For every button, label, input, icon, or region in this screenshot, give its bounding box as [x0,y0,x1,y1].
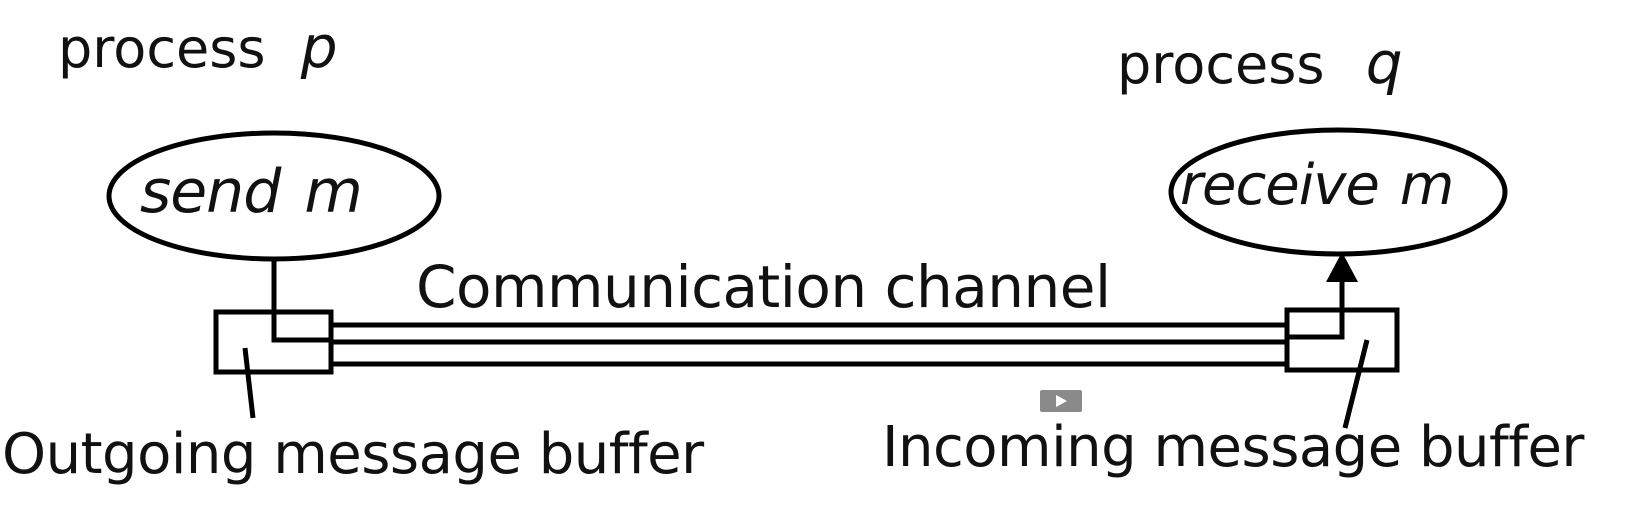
receive-arrowhead [1326,252,1358,282]
process-q-label: process q [1117,34,1403,92]
incoming-buffer-label: Incoming message buffer [882,415,1584,480]
receive-arg: m [1399,153,1455,218]
receive-verb: receive [1180,153,1380,218]
play-button[interactable] [1040,390,1082,412]
play-icon [1056,395,1067,407]
send-verb: send [140,157,281,227]
process-p-label: process p [58,18,338,76]
process-p-word: process [58,17,266,80]
incoming-buffer-leader [1342,339,1370,429]
outgoing-buffer-label: Outgoing message buffer [2,422,704,487]
send-arg: m [304,157,362,227]
send-connector [271,259,331,343]
receive-node-ellipse [1168,127,1508,257]
process-q-var: q [1365,29,1403,97]
send-node-label: send m [140,162,363,222]
process-p-var: p [300,13,338,81]
channel-label: Communication channel [416,253,1111,321]
process-q-word: process [1117,33,1325,96]
receive-node-label: receive m [1180,158,1454,214]
outgoing-buffer-leader [242,347,256,419]
receive-connector [1287,275,1345,340]
